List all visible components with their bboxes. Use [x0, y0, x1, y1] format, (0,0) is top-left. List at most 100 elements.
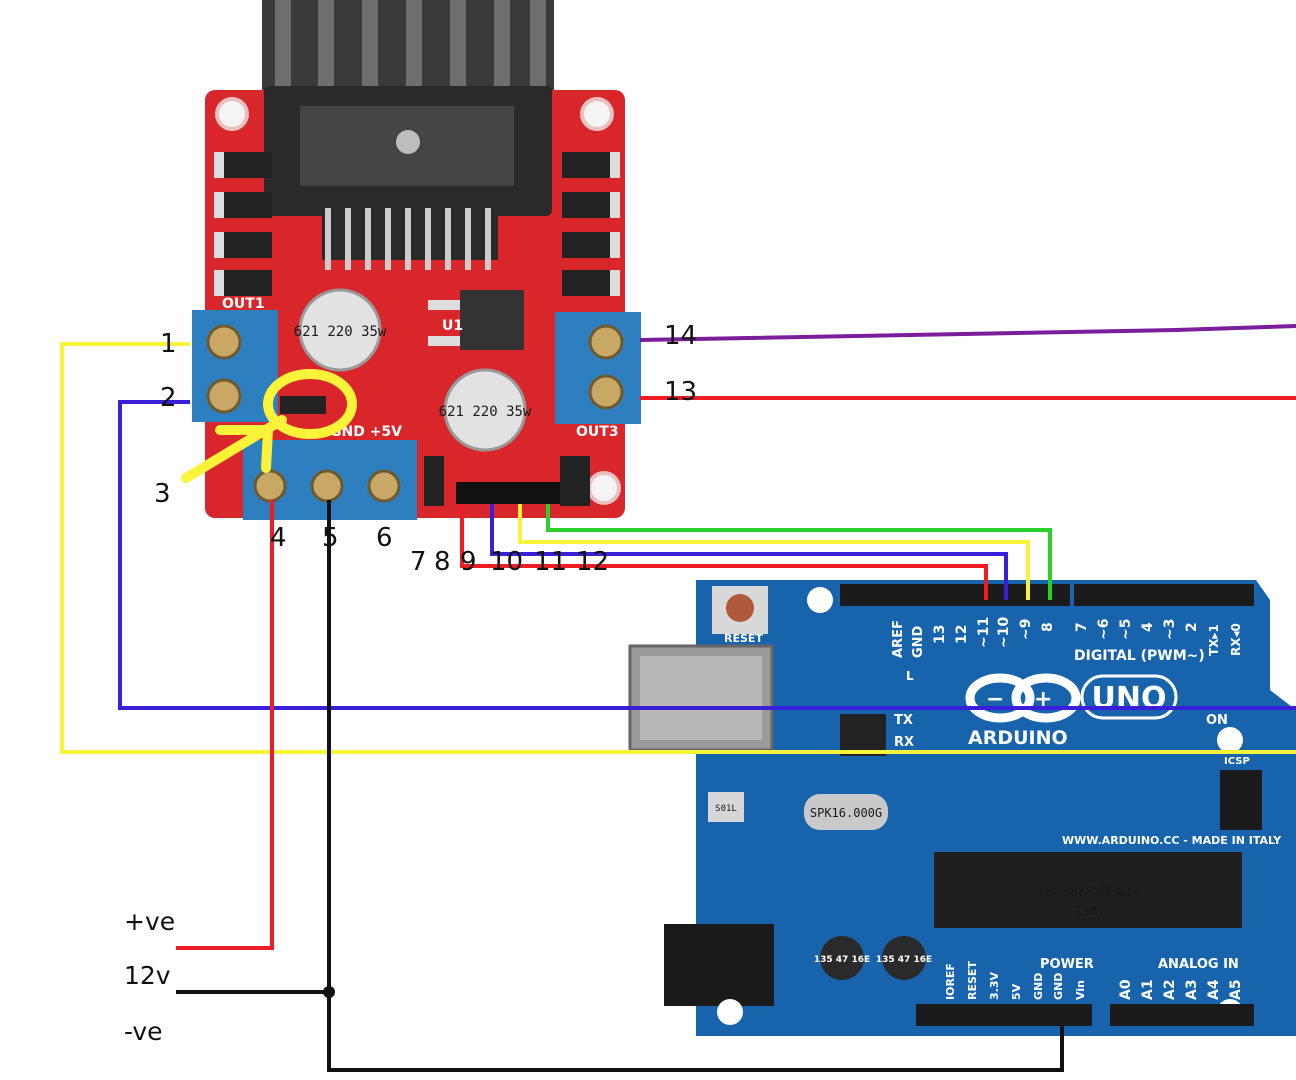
supply-negative-label: -ve: [124, 1017, 163, 1046]
pin-4: 4: [1140, 622, 1156, 632]
analog-pin-a5: A5: [1228, 979, 1244, 1000]
pin-9: ~9: [1018, 619, 1034, 640]
pin-5: ~5: [1118, 619, 1134, 640]
crystal-label: SPK16.000G: [810, 806, 882, 820]
gnd-5v-label: GND +5V: [330, 424, 402, 440]
wire-blue-out2: [118, 400, 1296, 710]
pin-gnd: GND: [911, 625, 926, 658]
crystal: [804, 794, 888, 830]
website-label: WWW.ARDUINO.CC - MADE IN ITALY: [1062, 834, 1282, 847]
diode-array-left: [214, 152, 272, 296]
wire-blue-in2: [490, 504, 1008, 600]
icsp-header: [1220, 770, 1262, 830]
wire-red-12v: [176, 500, 274, 950]
power-pin-vin: Vin: [1074, 980, 1087, 1000]
mounting-hole: [215, 97, 249, 131]
power-pin-gnd-1: GND: [1032, 973, 1045, 1000]
logo-minus: −: [986, 687, 1004, 712]
label-7: 7: [410, 547, 427, 577]
pin-2: 2: [1184, 622, 1200, 632]
rx-label: RX: [894, 735, 914, 750]
terminal-block-out3: [555, 312, 641, 424]
chip-line1: ATMEGA328P-PU: [1039, 882, 1141, 897]
label-11: 11: [534, 547, 567, 577]
label-8: 8: [434, 547, 451, 577]
label-10: 10: [490, 547, 523, 577]
digital-label: DIGITAL (PWM~): [1074, 648, 1205, 664]
pin-8: 8: [1040, 622, 1056, 632]
digital-header-high: [840, 584, 1070, 606]
label-13: 13: [664, 377, 697, 407]
mounting-hole: [1217, 727, 1243, 753]
capacitor-1: [820, 936, 864, 980]
s01l-component: [708, 792, 744, 822]
mounting-hole: [807, 587, 833, 613]
pin-11: ~11: [976, 617, 992, 648]
capacitor-a: 621 220 35w: [294, 288, 387, 372]
capacitor-b-text: 621 220 35w: [439, 404, 532, 420]
input-header: [456, 482, 560, 504]
l298n-driver-board: U1 621 220 35w 621 220 35w OUT1 OUT3 GND…: [192, 0, 641, 520]
l-label: L: [906, 669, 914, 683]
pin-tx1: TX▸1: [1207, 624, 1221, 656]
wire-green-in4: [546, 504, 1052, 600]
out1-label: OUT1: [222, 296, 265, 312]
supply-labels: +ve 12v -ve: [124, 907, 175, 1046]
label-1: 1: [160, 329, 177, 359]
wire-purple-out4: [639, 324, 1296, 342]
capacitor-a-text: 621 220 35w: [294, 324, 387, 340]
digital-header-low: [1074, 584, 1254, 606]
reset-button-cap: [726, 594, 754, 622]
heatsink: [262, 0, 554, 96]
power-pin-ioref: IOREF: [944, 963, 957, 1000]
atmega-chip: [934, 852, 1242, 928]
mounting-hole: [717, 999, 743, 1025]
analog-pin-a2: A2: [1162, 979, 1178, 1000]
analog-header: [1110, 1004, 1254, 1026]
voltage-regulator: U1: [428, 290, 524, 350]
uno-label: UNO: [1092, 681, 1167, 716]
chip-line2: 1051: [1076, 903, 1105, 917]
supply-voltage-label: 12v: [124, 961, 171, 990]
arduino-logo: − +: [965, 673, 1081, 723]
power-pin-reset: RESET: [966, 961, 979, 1000]
wire-yellow-in3: [518, 504, 1030, 600]
usb-mcu: [840, 714, 886, 756]
ena-jumper: [424, 456, 444, 506]
wire-red-in1: [460, 504, 988, 600]
mounting-hole: [587, 471, 621, 505]
capacitor-2: [882, 936, 926, 980]
on-label: ON: [1206, 713, 1228, 728]
icsp-label: ICSP: [1224, 756, 1250, 767]
capacitor-2-text: 135 47 16E: [876, 955, 932, 965]
pin-3: ~3: [1162, 619, 1178, 640]
jumper-highlight-annotation: [181, 369, 357, 483]
label-4: 4: [270, 523, 287, 553]
power-header: [916, 1004, 1092, 1026]
enb-jumper: [560, 456, 590, 506]
pin-aref: AREF: [891, 620, 906, 658]
usb-port-inner: [640, 656, 762, 740]
wire-black-gnd: [327, 500, 1064, 1072]
power-label: POWER: [1040, 957, 1094, 972]
label-14: 14: [664, 321, 697, 351]
pin-rx0: RX◂0: [1229, 623, 1243, 656]
label-6: 6: [376, 523, 393, 553]
label-3: 3: [154, 479, 171, 509]
pin-6: ~6: [1096, 619, 1112, 640]
capacitor-1-text: 135 47 16E: [814, 955, 870, 965]
mounting-hole: [580, 97, 614, 131]
l298-chip: [264, 86, 552, 270]
diode-array-right: [562, 152, 620, 296]
power-pin-3v3: 3.3V: [988, 972, 1001, 1000]
analog-pin-a3: A3: [1184, 979, 1200, 1000]
arduino-uno-board: RESET AREF GND 13 12 ~11 ~10 ~9 8 7 ~6 ~…: [628, 580, 1296, 1036]
label-2: 2: [160, 383, 177, 413]
pin-12: 12: [954, 625, 970, 644]
terminal-labels: 1 2 3 4 5 6 7 8 9 10 11 12 13 14: [154, 321, 697, 577]
power-pin-gnd-2: GND: [1052, 973, 1065, 1000]
tx-label: TX: [894, 713, 913, 728]
out3-label: OUT3: [576, 424, 619, 440]
